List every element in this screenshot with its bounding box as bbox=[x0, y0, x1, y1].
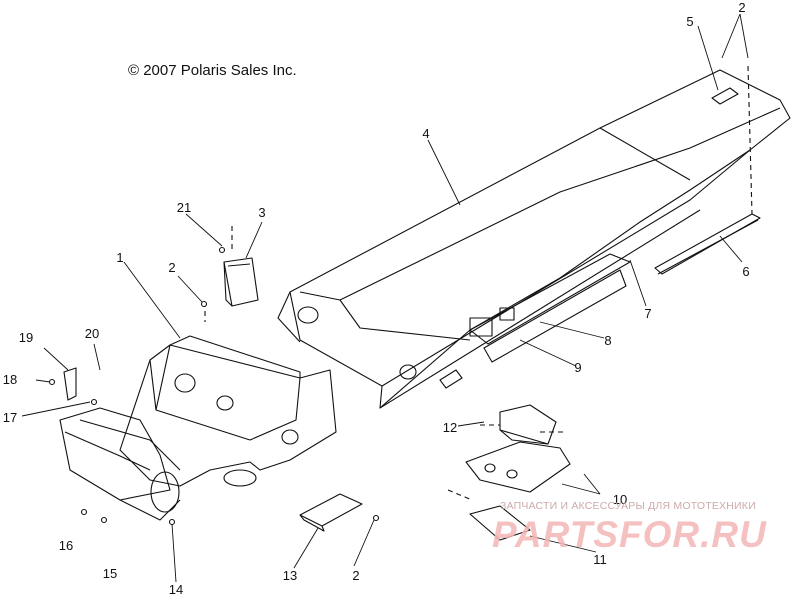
callout-14: 14 bbox=[169, 582, 183, 594]
callout-8: 8 bbox=[604, 333, 611, 348]
callout-2: 2 bbox=[352, 568, 359, 583]
rail-part-6 bbox=[654, 213, 761, 275]
bulkhead-part-1 bbox=[59, 335, 337, 521]
module-part-3 bbox=[223, 257, 259, 307]
callout-21: 21 bbox=[177, 200, 191, 215]
callout-4: 4 bbox=[422, 126, 429, 141]
callout-9: 9 bbox=[574, 360, 581, 375]
shield-part-12 bbox=[499, 404, 557, 445]
callout-19: 19 bbox=[19, 330, 33, 345]
callout-7: 7 bbox=[644, 306, 651, 321]
callout-18: 18 bbox=[3, 372, 17, 387]
side-plates-part-8-9 bbox=[469, 253, 631, 363]
callout-11: 11 bbox=[593, 552, 607, 567]
plate-part-13 bbox=[299, 493, 363, 532]
tunnel-part-4 bbox=[277, 69, 791, 409]
callout-6: 6 bbox=[742, 264, 749, 279]
callout-16: 16 bbox=[59, 538, 73, 553]
callout-10: 10 bbox=[613, 492, 627, 507]
watermark-brand: PARTSFOR.RU bbox=[492, 514, 767, 555]
callout-12: 12 bbox=[443, 420, 457, 435]
callout-15: 15 bbox=[103, 566, 117, 581]
watermark-caption: ЗАПЧАСТИ И АКСЕССУАРЫ ДЛЯ МОТОТЕХНИКИ bbox=[500, 500, 756, 512]
callout-1: 1 bbox=[116, 250, 123, 265]
copyright-text: © 2007 Polaris Sales Inc. bbox=[128, 62, 297, 79]
callout-13: 13 bbox=[283, 568, 297, 583]
callout-17: 17 bbox=[3, 410, 17, 425]
callout-3: 3 bbox=[258, 205, 265, 220]
bracket-part-11 bbox=[469, 505, 531, 541]
callout-2: 2 bbox=[168, 260, 175, 275]
callout-5: 5 bbox=[686, 14, 693, 29]
bracket-part-19 bbox=[63, 367, 77, 401]
callout-20: 20 bbox=[85, 326, 99, 341]
callout-2: 2 bbox=[738, 0, 745, 15]
shield-part-10 bbox=[465, 441, 571, 493]
bracket-part-5 bbox=[711, 87, 739, 105]
